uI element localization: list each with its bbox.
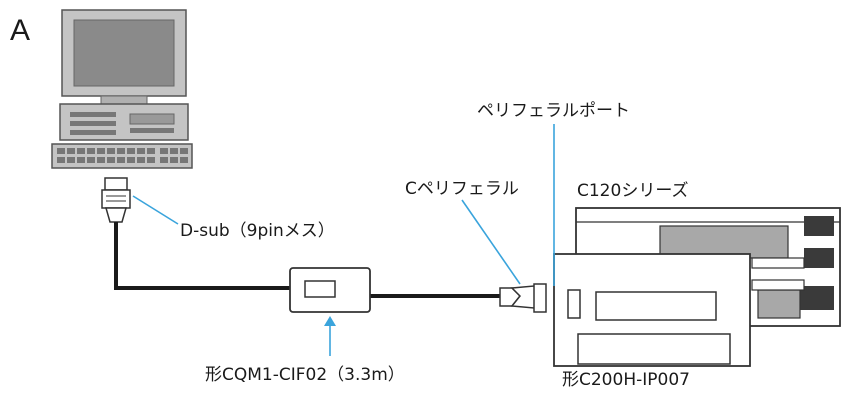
leader-dsub xyxy=(132,195,179,225)
adapter-box-icon xyxy=(289,267,371,313)
peripheral-port xyxy=(567,289,581,319)
label-dsub: D-sub（9pinメス） xyxy=(180,221,335,241)
system-unit xyxy=(59,103,189,141)
programming-unit-icon xyxy=(553,253,751,367)
dsub-connector-icon xyxy=(101,177,131,223)
computer-icon xyxy=(51,9,193,169)
keyboard xyxy=(51,143,193,169)
leader-c-peripheral xyxy=(461,199,521,285)
label-cable: 形CQM1-CIF02（3.3m） xyxy=(205,365,405,385)
monitor xyxy=(61,9,187,97)
figure-letter: A xyxy=(10,14,30,47)
cable xyxy=(114,222,500,298)
leader-cable-arrow xyxy=(324,316,336,326)
label-unit: 形C200H-IP007 xyxy=(562,370,690,390)
label-c-peripheral: Cペリフェラル xyxy=(405,179,519,199)
label-series: C120シリーズ xyxy=(577,181,688,201)
c-peripheral-connector-icon xyxy=(499,283,547,313)
label-peripheral-port: ペリフェラルポート xyxy=(477,101,630,121)
